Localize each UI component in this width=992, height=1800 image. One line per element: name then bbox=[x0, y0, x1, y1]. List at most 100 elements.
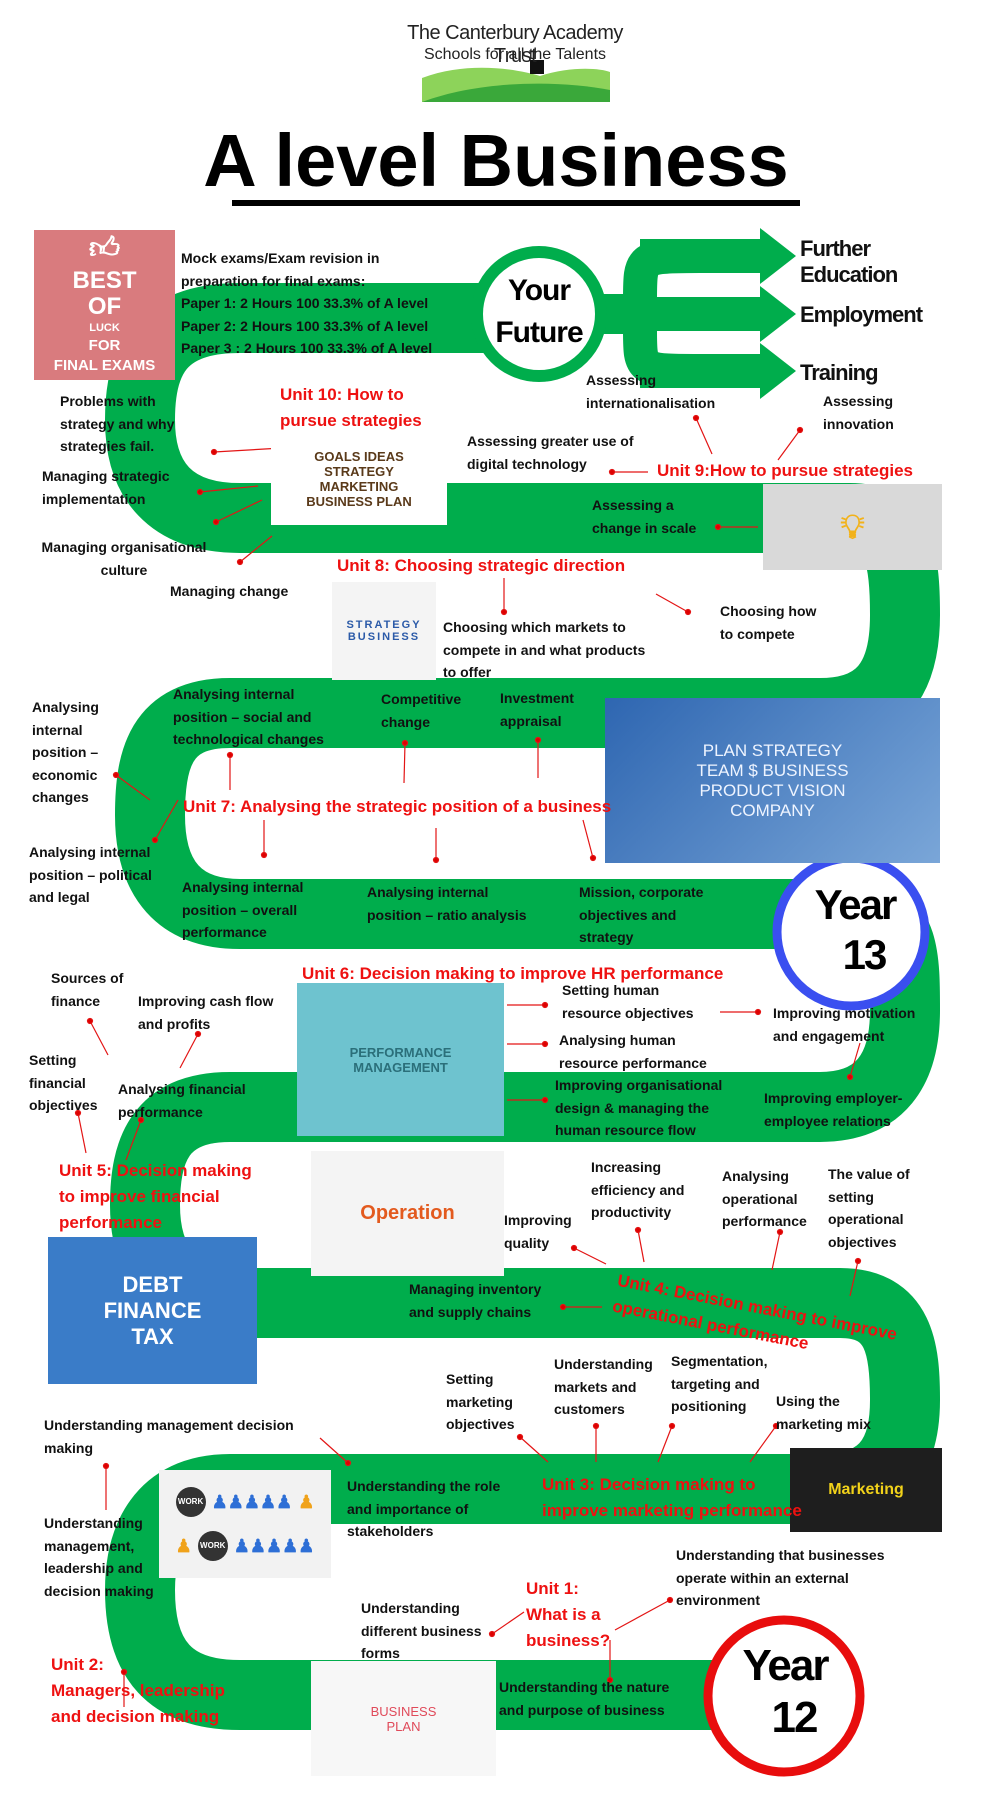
topic-label: Choosing which markets to compete in and… bbox=[443, 619, 646, 680]
badge-line: BEST bbox=[72, 267, 137, 294]
strategy-crossword-image: STRATEGY BUSINESS bbox=[332, 582, 436, 680]
topic-label: Improving employer- employee relations bbox=[764, 1090, 903, 1129]
work-row: WORK♟♟♟♟♟♟ bbox=[175, 1487, 315, 1517]
topic-label: Setting financial objectives bbox=[29, 1052, 98, 1113]
topic-label: Understanding management decision making bbox=[44, 1417, 294, 1456]
unit-heading: Unit 7: Analysing the strategic position… bbox=[183, 797, 612, 816]
work-ball: WORK bbox=[197, 1531, 228, 1561]
performance-management-image: PERFORMANCE MANAGEMENT bbox=[297, 983, 504, 1136]
topic-label: Setting human resource objectives bbox=[562, 982, 694, 1021]
unit-heading: Unit 10: How to pursue strategies bbox=[280, 385, 422, 430]
topic-label: Analysing internal position – political … bbox=[29, 844, 152, 905]
topic-label: Assessing greater use of digital technol… bbox=[467, 433, 634, 472]
lightbulb-image: 💡︎ bbox=[763, 484, 942, 570]
topic-label: Managing organisational culture bbox=[41, 539, 207, 578]
connector-lines bbox=[74, 414, 862, 1707]
best-of-luck-badge: 👍︎ BEST OF LUCK FOR FINAL EXAMS bbox=[34, 230, 175, 380]
your-future-text: Your Future bbox=[477, 270, 601, 354]
people-icon: ♟♟♟♟♟ bbox=[233, 1535, 315, 1556]
year12-line: Year bbox=[742, 1641, 830, 1690]
topic-label: Investment appraisal bbox=[500, 690, 574, 729]
logo-subtitle: Schools for all the Talents bbox=[423, 46, 607, 63]
operation-image: Operation bbox=[311, 1151, 504, 1276]
future-line: Future bbox=[495, 316, 583, 349]
topic-label: Mock exams/Exam revision in preparation … bbox=[181, 250, 433, 356]
year13-line: Year bbox=[814, 881, 898, 928]
marketing-image: Marketing bbox=[790, 1448, 942, 1532]
unit-heading: Unit 5: Decision making to improve finan… bbox=[59, 1161, 252, 1232]
unit-heading: Unit 9:How to pursue strategies bbox=[657, 461, 913, 480]
future-option-employment: Employment bbox=[800, 302, 923, 327]
title-underline bbox=[232, 200, 800, 206]
topic-label: Segmentation, targeting and positioning bbox=[671, 1353, 768, 1414]
topic-label: Analysing operational performance bbox=[722, 1168, 807, 1229]
topic-label: Managing change bbox=[170, 583, 289, 599]
topic-label: Assessing a change in scale bbox=[592, 497, 697, 536]
topic-label: Understanding the nature and purpose of … bbox=[499, 1679, 670, 1718]
topic-label: Analysing internal position – economic c… bbox=[32, 699, 99, 805]
unit-heading: Unit 6: Decision making to improve HR pe… bbox=[302, 964, 724, 983]
topic-label: Analysing internal position – social and… bbox=[173, 686, 324, 747]
year12-text: Year 12 bbox=[710, 1640, 860, 1744]
future-line: Your bbox=[507, 274, 571, 307]
topic-label: Problems with strategy and why strategie… bbox=[60, 393, 175, 454]
topic-label: Improving cash flow and profits bbox=[138, 993, 274, 1032]
badge-line: LUCK bbox=[89, 322, 120, 334]
topic-label: Improving motivation and engagement bbox=[773, 1005, 916, 1044]
unit-heading: Unit 2: Managers, leadership and decisio… bbox=[51, 1655, 225, 1726]
thumbs-up-icon: 👍︎ bbox=[88, 232, 121, 265]
unit10-image: GOALS IDEAS STRATEGY MARKETING BUSINESS … bbox=[271, 432, 447, 525]
topic-label: Analysing internal position – ratio anal… bbox=[367, 884, 527, 923]
unit-heading: Unit 8: Choosing strategic direction bbox=[337, 556, 626, 575]
topic-label: Sources of finance bbox=[51, 970, 124, 1009]
arrow-employment bbox=[760, 286, 796, 342]
logo-hills bbox=[422, 60, 610, 102]
topic-label: Assessing innovation bbox=[823, 393, 894, 432]
topic-label: Understanding the role and importance of… bbox=[347, 1478, 501, 1539]
unit-heading: Unit 1: What is a business? bbox=[526, 1579, 611, 1650]
topic-label: Analysing financial performance bbox=[118, 1081, 246, 1120]
people-icon: ♟♟♟♟♟ bbox=[211, 1491, 293, 1512]
business-plan-image: BUSINESS PLAN bbox=[311, 1661, 496, 1776]
topic-label: Competitive change bbox=[381, 691, 462, 730]
arrow-further-education bbox=[760, 228, 796, 284]
topic-label: Analysing human resource performance bbox=[559, 1032, 707, 1071]
topic-label: Improving organisational design & managi… bbox=[555, 1077, 723, 1138]
leader-icon: ♟ bbox=[298, 1491, 315, 1512]
topic-label: Understanding markets and customers bbox=[554, 1356, 653, 1417]
future-option-training: Training bbox=[800, 360, 879, 385]
topic-label: Understanding that businesses operate wi… bbox=[676, 1547, 885, 1608]
work-ball: WORK bbox=[175, 1487, 206, 1517]
boss-icon: ♟ bbox=[175, 1535, 192, 1556]
topic-label: Analysing internal position – overall pe… bbox=[182, 879, 304, 940]
topic-label: The value of setting operational objecti… bbox=[828, 1166, 910, 1250]
topic-label: Managing strategic implementation bbox=[42, 468, 170, 507]
page-title: A level Business bbox=[203, 119, 789, 202]
unit-heading: Unit 3: Decision making to improve marke… bbox=[542, 1475, 802, 1520]
badge-line: OF bbox=[87, 293, 122, 320]
work-row: ♟WORK♟♟♟♟♟ bbox=[175, 1531, 315, 1561]
year13-text: Year 13 bbox=[785, 880, 925, 980]
topic-label: Understanding management, leadership and… bbox=[44, 1515, 154, 1599]
future-option-further-education: Further Education bbox=[800, 236, 898, 287]
topic-label: Choosing how to compete bbox=[720, 603, 817, 642]
year13-line: 13 bbox=[842, 931, 888, 978]
badge-line: FINAL EXAMS bbox=[53, 357, 156, 374]
year12-line: 12 bbox=[771, 1693, 819, 1742]
topic-label: Managing inventory and supply chains bbox=[409, 1281, 542, 1320]
finance-image: DEBT FINANCE TAX bbox=[48, 1237, 257, 1384]
topic-label: Using the marketing mix bbox=[776, 1393, 871, 1432]
badge-line: FOR bbox=[88, 337, 121, 354]
topic-label: Mission, corporate objectives and strate… bbox=[579, 884, 704, 945]
business-board-image: PLAN STRATEGY TEAM $ BUSINESS PRODUCT VI… bbox=[605, 698, 940, 863]
year12-circle bbox=[703, 1615, 865, 1777]
topic-label: Improving quality bbox=[504, 1212, 572, 1251]
topic-label: Setting marketing objectives bbox=[446, 1371, 515, 1432]
arrow-training bbox=[760, 343, 796, 399]
topic-label: Assessing internationalisation bbox=[586, 372, 716, 411]
your-future-circle bbox=[471, 246, 607, 382]
topic-label: Increasing efficiency and productivity bbox=[591, 1159, 685, 1220]
topic-label: Understanding different business forms bbox=[361, 1600, 482, 1661]
work-image: WORK♟♟♟♟♟♟ ♟WORK♟♟♟♟♟ bbox=[159, 1470, 331, 1578]
logo-title: The Canterbury Academy Trust bbox=[407, 22, 623, 67]
